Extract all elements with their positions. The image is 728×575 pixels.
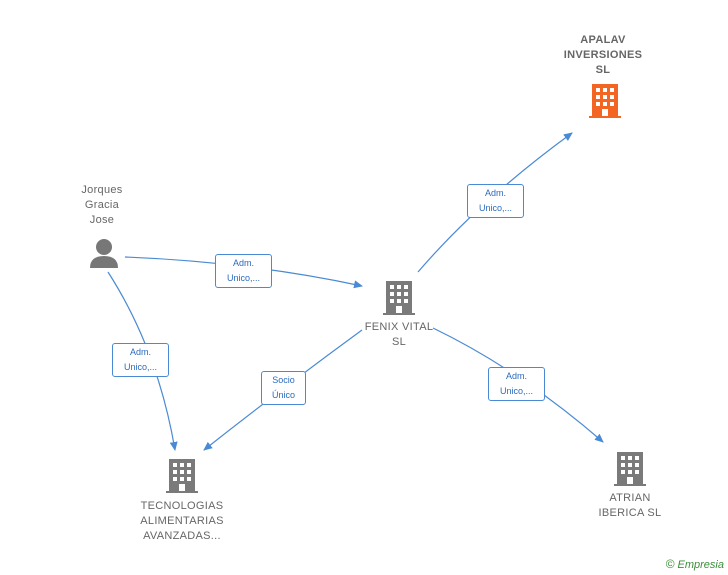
copyright-symbol: © xyxy=(665,557,675,571)
edge-label-fenix-atrian[interactable]: Adm. Unico,... xyxy=(488,367,545,401)
edge-label-jorques-fenix[interactable]: Adm. Unico,... xyxy=(215,254,272,288)
building-icon[interactable] xyxy=(589,84,621,118)
person-icon[interactable] xyxy=(88,238,120,268)
node-label-atrian[interactable]: ATRIAN IBERICA SL xyxy=(598,492,662,519)
empresia-watermark: ©Empresia xyxy=(666,557,724,571)
building-icon[interactable] xyxy=(383,281,415,315)
empresia-brand: Empresia xyxy=(677,559,724,571)
building-icon[interactable] xyxy=(166,459,198,493)
node-label-tecnologias[interactable]: TECNOLOGIAS ALIMENTARIAS AVANZADAS... xyxy=(140,500,224,542)
node-label-jorques[interactable]: Jorques Gracia Jose xyxy=(81,184,123,226)
building-icon[interactable] xyxy=(614,452,646,486)
node-label-fenix[interactable]: FENIX VITAL SL xyxy=(364,321,434,348)
edge-label-jorques-tecnologias[interactable]: Adm. Unico,... xyxy=(112,343,169,377)
edge-label-fenix-apalav[interactable]: Adm. Unico,... xyxy=(467,184,524,218)
node-label-apalav[interactable]: APALAV INVERSIONES SL xyxy=(563,34,643,76)
edge-label-fenix-tecnologias[interactable]: Socio Único xyxy=(261,371,306,405)
